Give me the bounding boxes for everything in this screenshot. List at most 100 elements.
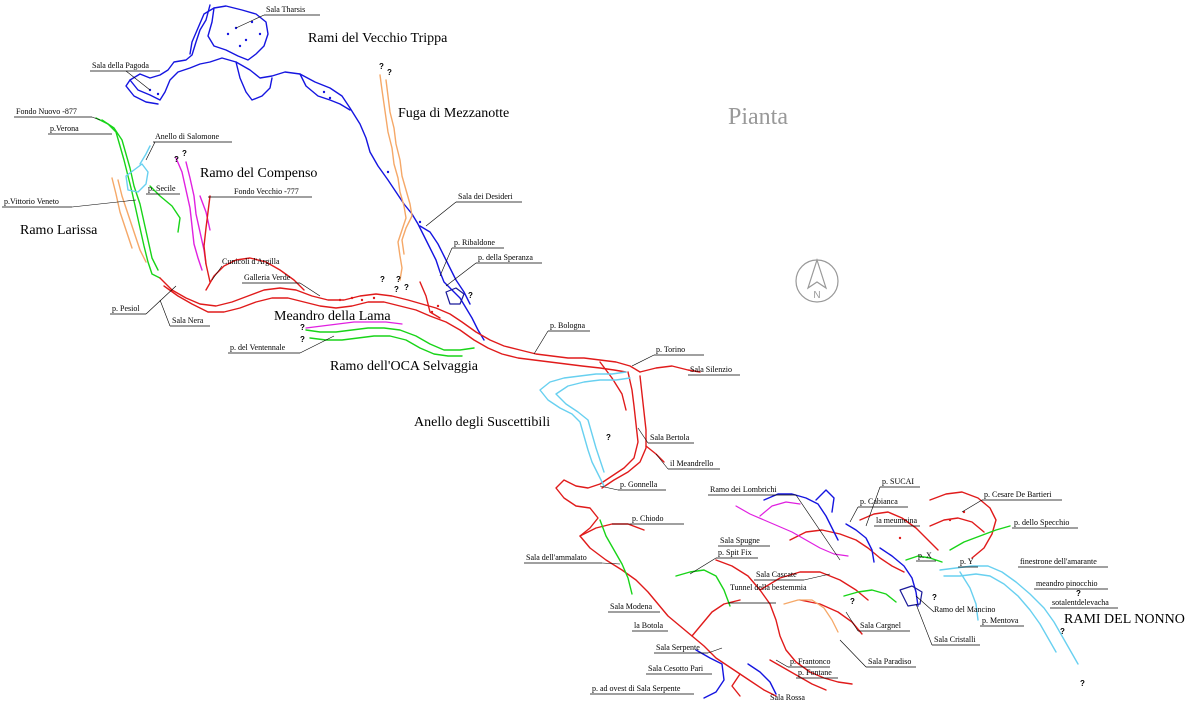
label-text: Cunicoli d'Argilla xyxy=(222,257,280,266)
region-ramo-larissa: Ramo Larissa xyxy=(20,223,98,238)
label-p-ovest-serpente: p. ad ovest di Sala Serpente xyxy=(590,684,694,695)
label-text: Sala Cascate xyxy=(756,570,797,579)
label-text: p. Fontane xyxy=(798,668,832,677)
unexplored-mark: ? xyxy=(468,291,473,300)
label-text: p. Cabianca xyxy=(860,497,898,506)
label-sala-tharsis: Sala Tharsis xyxy=(235,5,320,29)
compass-letter: N xyxy=(813,290,820,301)
unexplored-mark: ? xyxy=(404,283,409,292)
label-text: Sala Paradiso xyxy=(868,657,911,666)
label-p-torino: p. Torino xyxy=(631,345,704,367)
label-sala-cargnel: Sala Cargnel xyxy=(845,611,910,632)
label-text: p. Chiodo xyxy=(632,514,664,523)
label-ramo-lombrichi: Ramo dei Lombrichi xyxy=(708,485,841,561)
label-sala-cristalli: Sala Cristalli xyxy=(915,603,980,646)
label-p-gonnella: p. Gonnella xyxy=(599,480,666,491)
unexplored-mark: ? xyxy=(387,68,392,77)
label-sala-serpente: Sala Serpente xyxy=(654,643,723,654)
label-text: Ramo dei Lombrichi xyxy=(710,485,777,494)
label-text: Sala Cristalli xyxy=(934,635,976,644)
region-rami-nonno: RAMI DEL NONNO xyxy=(1064,612,1185,627)
label-text: p. X xyxy=(918,551,932,560)
label-p-y: p. Y xyxy=(958,557,978,568)
label-sala-bertola: Sala Bertola xyxy=(637,427,694,444)
label-text: Fondo Vecchio -777 xyxy=(234,187,299,196)
passage-main-trunk xyxy=(159,195,997,697)
north-arrow: N xyxy=(795,258,839,303)
label-sala-rossa: Sala Rossa xyxy=(770,693,805,701)
region-ramo-compenso: Ramo del Compenso xyxy=(200,166,317,181)
label-text: finestrone dell'amarante xyxy=(1020,557,1097,566)
label-text: il Meandrello xyxy=(670,459,713,468)
label-text: sotalentdelevacha xyxy=(1052,598,1109,607)
passage-se-blue xyxy=(695,489,919,699)
label-text: Sala Spugne xyxy=(720,536,760,545)
label-text: Sala Silenzio xyxy=(690,365,732,374)
label-sala-desideri: Sala dei Desideri xyxy=(425,192,522,227)
label-p-ventennale: p. del Ventennale xyxy=(228,335,335,354)
label-fondo-vecchio: Fondo Vecchio -777 xyxy=(208,187,312,198)
label-text: Ramo del Mancino xyxy=(934,605,995,614)
passage-suscettibili xyxy=(539,371,1079,665)
label-text: Fondo Nuovo -877 xyxy=(16,107,77,116)
label-text: p. Spit Fix xyxy=(718,548,752,557)
label-text: Sala Cesotto Pari xyxy=(648,664,704,673)
label-text: p. Bologna xyxy=(550,321,586,330)
unexplored-mark: ? xyxy=(1080,679,1085,688)
passage-meandro-magenta xyxy=(305,321,849,557)
label-text: p. Cesare De Bartieri xyxy=(984,490,1052,499)
unexplored-mark: ? xyxy=(182,149,187,158)
region-anello-suscettibili: Anello degli Suscettibili xyxy=(414,415,550,430)
region-ramo-oca: Ramo dell'OCA Selvaggia xyxy=(330,359,479,374)
label-text: Tunnel della bestemmia xyxy=(730,583,807,592)
label-la-botola: la Botola xyxy=(632,621,668,632)
label-text: p. dello Specchio xyxy=(1014,518,1069,527)
label-text: p. Ribaldone xyxy=(454,238,495,247)
label-text: Sala dell'ammalato xyxy=(526,553,587,562)
label-cunicoli-argilla: Cunicoli d'Argilla xyxy=(211,257,280,281)
label-text: Anello di Salomone xyxy=(155,132,219,141)
passage-anello-salomone xyxy=(125,145,151,193)
region-meandro-lama: Meandro della Lama xyxy=(274,309,391,324)
label-text: p. ad ovest di Sala Serpente xyxy=(592,684,681,693)
unexplored-mark: ? xyxy=(300,323,305,332)
label-text: p. Secile xyxy=(148,184,176,193)
region-fuga-mezzanotte: Fuga di Mezzanotte xyxy=(398,106,509,121)
label-text: p. del Ventennale xyxy=(230,343,286,352)
north-arrow-icon xyxy=(806,258,828,290)
label-text: p. Frantonco xyxy=(790,657,830,666)
label-text: p.Vittorio Veneto xyxy=(4,197,59,206)
label-p-verona: p.Verona xyxy=(48,124,112,135)
unexplored-mark: ? xyxy=(300,335,305,344)
label-text: Tunnel della bestemmia xyxy=(730,583,807,592)
label-il-meandrello: il Meandrello xyxy=(655,453,720,470)
unexplored-mark: ? xyxy=(379,62,384,71)
label-text: Sala Bertola xyxy=(650,433,690,442)
label-text: p. della Speranza xyxy=(478,253,533,262)
passage-se-orange xyxy=(783,599,839,633)
unexplored-mark: ? xyxy=(1076,589,1081,598)
unexplored-mark: ? xyxy=(380,275,385,284)
label-sotterranea: sotalentdelevacha xyxy=(1050,598,1118,609)
label-fondo-nuovo: Fondo Nuovo -877 xyxy=(14,107,101,121)
label-text: Sala della Pagoda xyxy=(92,61,149,70)
label-sala-cascate: Sala Cascate xyxy=(754,570,831,581)
passage-vecchio-trippa xyxy=(125,4,485,341)
passage-dark-loops xyxy=(445,287,923,607)
question-marks: ? ? ? ? ? ? ? ? ? ? ? ? ? ? ? ? ? xyxy=(174,62,1085,688)
label-text: Sala Cargnel xyxy=(860,621,902,630)
unexplored-mark: ? xyxy=(1060,627,1065,636)
label-text: p.Verona xyxy=(50,124,79,133)
label-sala-silenzio: Sala Silenzio xyxy=(688,365,740,376)
label-p-fontane: p. Fontane xyxy=(796,668,838,679)
label-p-bologna: p. Bologna xyxy=(533,321,590,355)
unexplored-mark: ? xyxy=(850,597,855,606)
label-sala-ammalato: Sala dell'ammalato xyxy=(524,553,621,565)
label-p-chiodo: p. Chiodo xyxy=(612,514,684,525)
label-p-ribaldone: p. Ribaldone xyxy=(439,238,504,277)
label-p-vittorio-veneto: p.Vittorio Veneto xyxy=(2,197,137,208)
label-sala-pagoda: Sala della Pagoda xyxy=(90,61,160,91)
label-p-x: p. X xyxy=(916,551,936,562)
region-rami-vecchio-trippa: Rami del Vecchio Trippa xyxy=(308,31,448,46)
